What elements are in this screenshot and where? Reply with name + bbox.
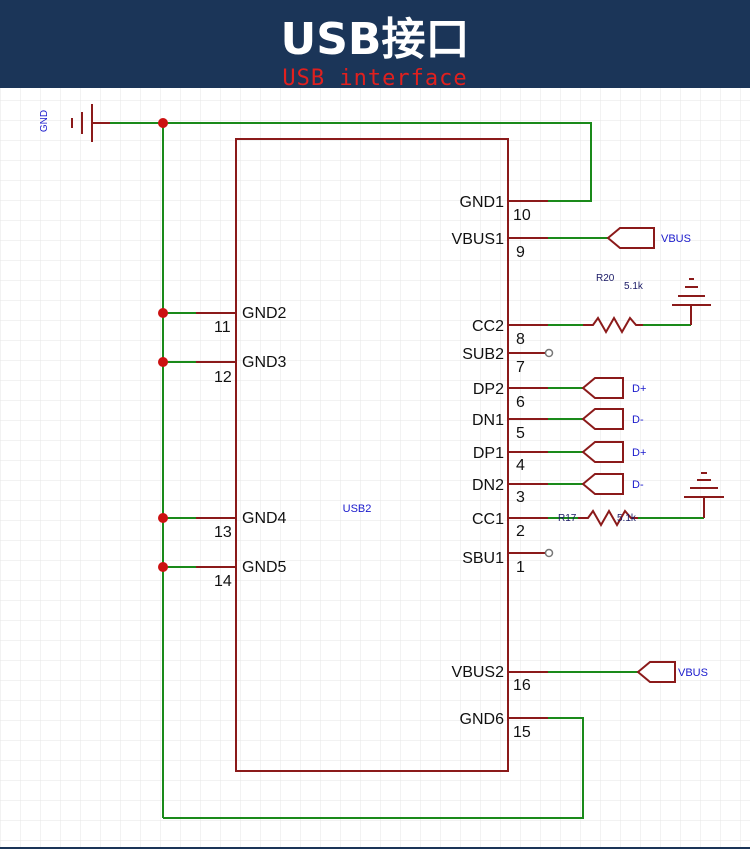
resistor-r17: [578, 508, 638, 528]
pin-name-dp2: DP2: [473, 381, 504, 398]
net-flag-dp-a: [581, 377, 624, 399]
pin-name-sub2: SUB2: [462, 346, 504, 363]
pin-number-11: 11: [214, 319, 231, 336]
pin-name-sbu1: SBU1: [462, 550, 504, 567]
component-ref: USB2: [343, 503, 372, 515]
pin-name-gnd2: GND2: [242, 305, 287, 322]
pin-number-2: 2: [516, 523, 525, 540]
pin-number-5: 5: [516, 425, 525, 442]
pin-number-12: 12: [214, 369, 232, 386]
header-banner: USB接口 USB interface: [0, 0, 750, 91]
pin-stubs-right: [508, 200, 548, 719]
net-flag-dn-b: [581, 473, 624, 495]
pin-number-16: 16: [513, 677, 531, 694]
usb-connector-body: [235, 138, 509, 772]
ground-symbol-r20: [672, 278, 711, 325]
grid-background: [0, 88, 750, 849]
pin-number-1: 1: [516, 559, 525, 576]
r20-ref: R20: [596, 273, 615, 284]
net-label-vbus-bottom: VBUS: [678, 667, 708, 679]
ground-wires: [110, 122, 592, 819]
net-label-vbus-top: VBUS: [661, 233, 691, 245]
pin-number-13: 13: [214, 524, 232, 541]
pin-name-dn2: DN2: [472, 477, 504, 494]
r17-value: 5.1k: [617, 513, 637, 524]
pin-name-dp1: DP1: [473, 445, 504, 462]
gnd-label: GND: [39, 110, 50, 132]
pin-name-vbus2: VBUS2: [452, 664, 505, 681]
pin-number-3: 3: [516, 489, 525, 506]
pin-name-gnd6: GND6: [460, 711, 505, 728]
pin-number-15: 15: [513, 724, 531, 741]
pin-name-vbus1: VBUS1: [452, 231, 505, 248]
net-flag-vbus-top: [606, 227, 655, 249]
page-subtitle: USB interface: [282, 66, 468, 91]
ground-symbol-r17: [684, 472, 724, 518]
pin-stubs-left: [196, 312, 236, 568]
bottom-border: [0, 847, 750, 849]
net-flag-dn-a: [581, 408, 624, 430]
resistor-r20: [583, 315, 643, 335]
pin-name-cc1: CC1: [472, 511, 504, 528]
pin-number-7: 7: [516, 359, 525, 376]
r17-ref: R17: [558, 513, 577, 524]
junction-dots: [158, 118, 168, 572]
net-label-dn-b: D-: [632, 479, 644, 491]
pin-name-cc2: CC2: [472, 318, 504, 335]
pin-name-gnd5: GND5: [242, 559, 287, 576]
pin-name-dn1: DN1: [472, 412, 504, 429]
net-label-dn-a: D-: [632, 414, 644, 426]
net-flag-vbus-bottom: [636, 661, 676, 683]
pin-number-9: 9: [516, 244, 525, 261]
pin-name-gnd1: GND1: [460, 194, 505, 211]
pin-number-8: 8: [516, 331, 525, 348]
page-title: USB接口: [280, 14, 470, 65]
pin-name-gnd4: GND4: [242, 510, 287, 527]
net-flag-dp-b: [581, 441, 624, 463]
net-label-dp-a: D+: [632, 383, 646, 395]
pin-number-10: 10: [513, 207, 531, 224]
r20-value: 5.1k: [624, 281, 644, 292]
net-flags: [581, 227, 676, 683]
schematic-canvas: GND USB2: [0, 88, 750, 849]
net-label-dp-b: D+: [632, 447, 646, 459]
pin-name-gnd3: GND3: [242, 354, 287, 371]
gnd-power-symbol: [71, 104, 110, 142]
pin-number-14: 14: [214, 573, 232, 590]
no-connect-markers: [544, 348, 554, 558]
pin-number-4: 4: [516, 457, 525, 474]
pin-number-6: 6: [516, 394, 525, 411]
